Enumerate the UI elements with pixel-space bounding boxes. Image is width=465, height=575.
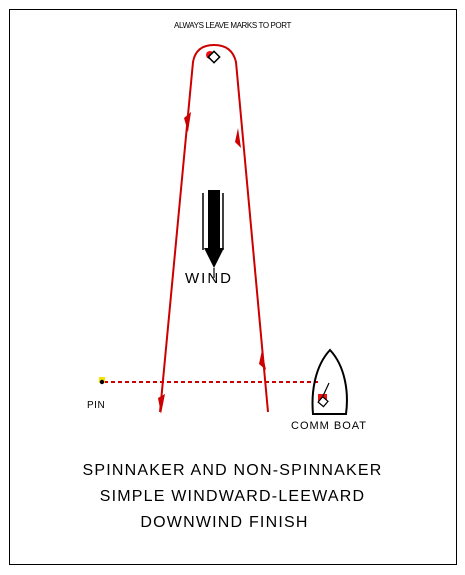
pin-mark-icon <box>99 377 105 385</box>
wind-label: WIND <box>185 270 233 287</box>
caption-line-1: SPINNAKER AND NON-SPINNAKER <box>82 462 383 479</box>
pin-label: PIN <box>87 400 106 411</box>
windward-mark-icon <box>206 50 221 64</box>
top-note: ALWAYS LEAVE MARKS TO PORT <box>174 21 291 30</box>
caption-line-3: DOWNWIND FINISH <box>140 514 309 531</box>
leg-arrow-2 <box>259 350 266 370</box>
leg-arrow-3 <box>184 112 191 132</box>
leg-arrow-4 <box>158 394 165 414</box>
wind-arrow-icon <box>202 190 224 278</box>
caption-line-2: SIMPLE WINDWARD-LEEWARD <box>99 488 366 505</box>
upwind-leg <box>159 43 269 413</box>
leg-arrow-1 <box>235 128 241 148</box>
committee-boat-icon <box>311 348 348 415</box>
diagram-frame <box>9 9 457 565</box>
committee-boat-label: COMM BOAT <box>291 420 368 432</box>
